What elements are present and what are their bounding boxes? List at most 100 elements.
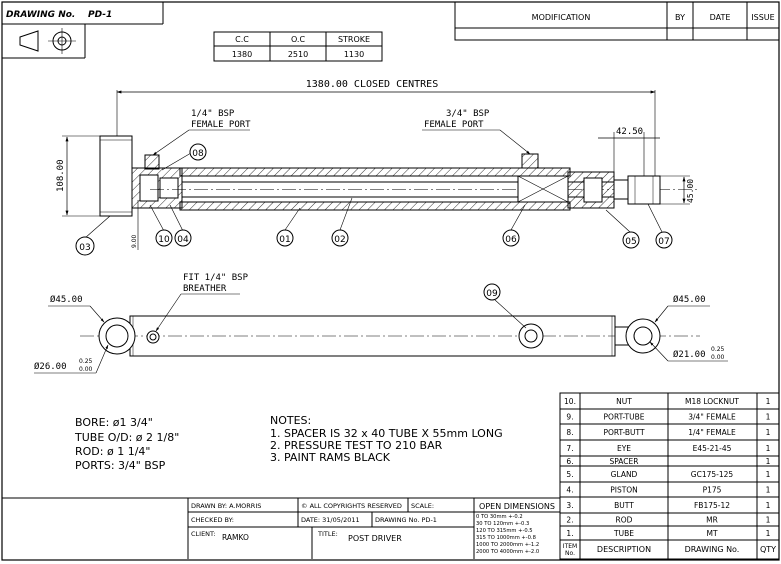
copyright: © ALL COPYRIGHTS RESERVED <box>301 502 402 510</box>
bom-qty: 1 <box>766 529 771 538</box>
gap-42-label: 42.50 <box>616 127 643 137</box>
drawn-by: DRAWN BY: A.MORRIS <box>191 502 261 510</box>
bom-description: GLAND <box>611 470 638 479</box>
balloon-08-label: 08 <box>192 149 204 159</box>
bom-description: EYE <box>617 444 631 453</box>
bom-header-item-no: No. <box>565 550 575 557</box>
right-port-line2: FEMALE PORT <box>424 120 484 130</box>
bom-description: TUBE <box>613 529 634 538</box>
bom-drawing-no: MR <box>706 516 718 525</box>
breather-line1: FIT 1/4" BSP <box>183 273 249 283</box>
bom-item-no: 5. <box>566 470 573 479</box>
dia45-left-label: Ø45.00 <box>50 294 83 305</box>
bom-header-drawing-no: DRAWING No. <box>685 545 740 554</box>
tolerance-row: 315 TO 1000mm +-0.8 <box>476 535 536 541</box>
balloon-05-label: 05 <box>625 237 636 247</box>
balloon-03-label: 03 <box>79 243 90 253</box>
balloon-09-group: 09 <box>483 283 527 329</box>
oc-value: 2510 <box>288 50 308 59</box>
scale: SCALE: <box>411 502 434 510</box>
bom-item-no: 10. <box>564 397 576 406</box>
open-dimensions: OPEN DIMENSIONS <box>479 502 555 511</box>
bom-drawing-no: 3/4" FEMALE <box>688 413 736 422</box>
centres-table: C.C O.C STROKE 1380 2510 1130 <box>213 31 383 62</box>
spec-rod: ROD: ø 1 1/4" <box>75 445 150 458</box>
notes: NOTES: 1. SPACER IS 32 x 40 TUBE X 55mm … <box>270 414 503 464</box>
dia45-right-label: Ø45.00 <box>673 294 706 305</box>
balloon-07-label: 07 <box>658 237 669 247</box>
drawing-no-value: PD-1 <box>88 10 112 20</box>
tolerance-row: 1000 TO 2000mm +-1.2 <box>476 542 539 548</box>
date: DATE: 31/05/2011 <box>301 516 360 524</box>
notes-heading: NOTES: <box>270 414 311 427</box>
stroke-header: STROKE <box>338 35 370 44</box>
left-port-line1: 1/4" BSP <box>191 109 235 119</box>
balloon-10-label: 10 <box>158 235 170 245</box>
spec-bore: BORE: ø1 3/4" <box>75 416 153 429</box>
checked-by: CHECKED BY: <box>191 516 234 524</box>
right-port-callout: 3/4" BSP FEMALE PORT <box>422 109 531 155</box>
bom-item-no: 4. <box>566 486 573 495</box>
modification-table: MODIFICATION BY DATE ISSUE <box>454 1 780 41</box>
drawing-no-footer: DRAWING No. PD-1 <box>375 516 437 524</box>
mod-header-date: DATE <box>710 13 731 22</box>
bom-description: NUT <box>616 397 632 406</box>
balloon-03 <box>75 236 95 256</box>
bom-description: SPACER <box>610 457 639 466</box>
bom-item-no: 8. <box>566 428 573 437</box>
bom-item-no: 2. <box>566 516 573 525</box>
balloon-10 <box>155 229 173 247</box>
offset-9-label: 9.00 <box>131 234 138 248</box>
balloon-09-label: 09 <box>486 289 498 299</box>
bom-qty: 1 <box>766 397 771 406</box>
bom-drawing-no: GC175-125 <box>691 470 734 479</box>
bom-qty: 1 <box>766 457 771 466</box>
bom-item-no: 9. <box>566 413 573 422</box>
bom-header-qty: QTY <box>760 545 776 554</box>
bom-drawing-no: P175 <box>703 486 722 495</box>
balloon-07 <box>655 231 673 249</box>
bom-qty: 1 <box>766 486 771 495</box>
mod-header-issue: ISSUE <box>751 13 774 22</box>
title-label: TITLE: <box>317 530 338 538</box>
mod-header-by: BY <box>675 13 685 22</box>
gap-42-dimension: 42.50 <box>598 127 660 176</box>
client-value: RAMKO <box>222 533 249 542</box>
bom-description: BUTT <box>614 501 634 510</box>
eye-block <box>627 175 661 205</box>
bom-header-description: DESCRIPTION <box>597 545 651 554</box>
breather-line2: BREATHER <box>183 284 227 294</box>
stroke-value: 1130 <box>344 50 364 59</box>
balloons-upper: 03 10 04 08 01 02 06 05 07 <box>75 143 673 256</box>
tolerance-row: 2000 TO 4000mm +-2.0 <box>476 549 539 555</box>
dia21-label: Ø21.00 <box>673 349 706 360</box>
tolerance-row: 30 TO 120mm +-0.3 <box>476 521 529 527</box>
bom-item-no: 7. <box>566 444 573 453</box>
oc-header: O.C <box>291 35 306 44</box>
bom-item-no: 1. <box>566 529 573 538</box>
projection-symbol-icon <box>19 28 76 54</box>
bom-qty: 1 <box>766 470 771 479</box>
note-2: 2. PRESSURE TEST TO 210 BAR <box>270 439 443 452</box>
dia26-label: Ø26.00 <box>34 361 67 372</box>
balloon-06-label: 06 <box>505 235 517 245</box>
dia21-tol-bot: 0.00 <box>711 354 725 361</box>
bom-drawing-no: MT <box>706 529 717 538</box>
height-108-label: 108.00 <box>56 159 66 192</box>
bom-item-no: 3. <box>566 501 573 510</box>
bom-description: PORT-BUTT <box>603 428 645 437</box>
height-108-dimension: 108.00 <box>56 135 100 217</box>
note-1: 1. SPACER IS 32 x 40 TUBE X 55mm LONG <box>270 427 503 440</box>
balloon-02-label: 02 <box>334 235 345 245</box>
balloon-05 <box>622 231 640 249</box>
balloon-04 <box>174 229 192 247</box>
butt-block <box>99 135 133 217</box>
title-block: DRAWING No. PD-1 <box>2 2 164 59</box>
bom-header-item: ITEM <box>563 543 577 550</box>
bom-qty: 1 <box>766 413 771 422</box>
left-port-line2: FEMALE PORT <box>191 120 251 130</box>
client-label: CLIENT: <box>191 530 216 538</box>
offset-9-dimension: 9.00 <box>131 200 139 250</box>
breather-callout: FIT 1/4" BSP BREATHER <box>155 273 249 332</box>
